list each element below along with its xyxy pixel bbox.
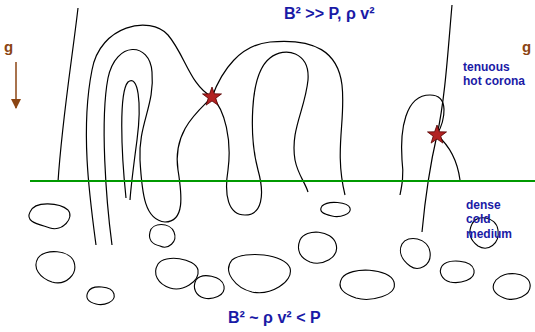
blob [229,254,291,292]
gravity-label: g [4,38,13,56]
blob [149,225,174,248]
blob [194,276,224,299]
field-lines [58,5,460,245]
field-line [422,5,452,232]
blob [440,261,474,282]
reconnection-stars [203,87,447,143]
field-ratio-label: B² ~ ρ v² < P [228,308,321,327]
blob [400,238,430,268]
blob [321,202,350,216]
region-label: dense cold medium [466,198,528,241]
blob [87,287,114,305]
star [428,125,447,143]
gravity-label: g [522,38,531,56]
blobs [29,202,530,304]
field-line [122,81,139,200]
blob [29,204,70,229]
field-ratio-label: B² >> P, ρ v² [284,4,375,23]
field-line [58,8,78,182]
field-line [86,25,212,245]
gravity-arrow [15,62,17,108]
blob [298,232,336,263]
field-line [212,41,345,195]
blob [36,252,75,283]
star [203,87,222,105]
blob [156,258,199,289]
region-label: tenuous hot corona [463,60,525,89]
blob [493,274,530,300]
field-line [212,52,308,215]
field-line [104,49,212,245]
blob [340,270,394,299]
surface-line [30,180,535,182]
